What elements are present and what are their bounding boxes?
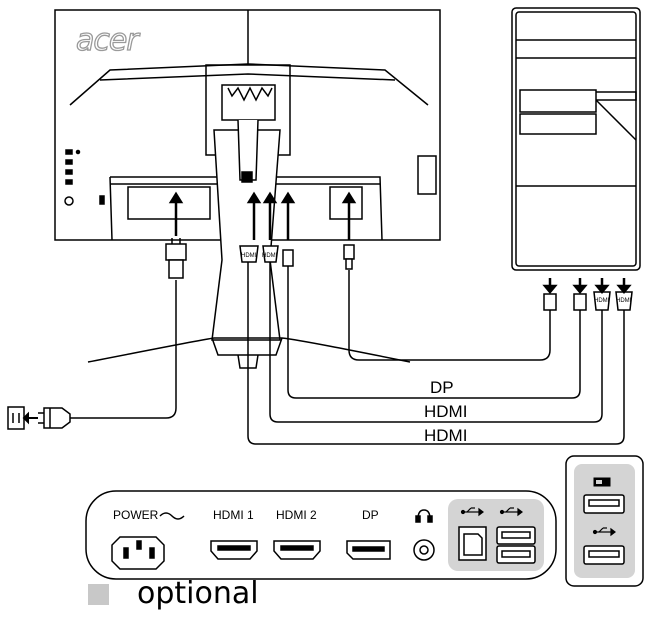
usb-icon bbox=[499, 507, 523, 517]
connector-tag-hdmi-1: HDMI bbox=[241, 253, 257, 259]
hdmi-cable-label-2: HDMI bbox=[424, 426, 467, 445]
hdmi-cable-line-2 bbox=[247, 262, 625, 445]
optional-label: optional bbox=[137, 576, 259, 611]
hdmi1-port-label: HDMI 1 bbox=[213, 508, 254, 522]
hdmi2-port bbox=[273, 540, 321, 560]
usb-icon bbox=[460, 507, 484, 517]
arrow-icon bbox=[542, 278, 632, 294]
connector-tag-hdmi-2: HDMI bbox=[262, 253, 278, 259]
hdmi-cable-label-1: HDMI bbox=[424, 402, 467, 421]
arrow-icon bbox=[22, 411, 38, 425]
optional-swatch bbox=[88, 583, 109, 605]
dp-cable-label: DP bbox=[430, 378, 454, 397]
cables bbox=[70, 262, 625, 445]
usb-icon bbox=[592, 527, 616, 537]
hdmi1-port bbox=[210, 540, 258, 560]
usb-b-port bbox=[458, 526, 487, 561]
computer-tower bbox=[511, 7, 641, 271]
ac-tilde-icon bbox=[159, 512, 185, 520]
legend: optional bbox=[88, 579, 259, 609]
usb-a-port bbox=[496, 526, 536, 545]
dp-cable-line-2 bbox=[287, 262, 581, 399]
monitor-stand bbox=[87, 84, 411, 369]
power-port-label: POWER bbox=[113, 508, 159, 522]
dp-port-label: DP bbox=[362, 508, 379, 522]
headphone-icon bbox=[415, 509, 433, 523]
usb-a-port bbox=[583, 494, 625, 514]
usb-charge-icon bbox=[593, 477, 611, 487]
power-outlet-icon bbox=[7, 406, 25, 430]
usb-a-port bbox=[496, 545, 536, 564]
power-cable-line bbox=[70, 280, 177, 419]
headphone-jack bbox=[413, 539, 435, 561]
monitor-side-connectors bbox=[165, 238, 355, 279]
power-socket bbox=[111, 536, 165, 570]
side-usb-panel bbox=[565, 455, 644, 587]
power-plug-icon bbox=[38, 407, 71, 429]
hdmi-cable-line-1 bbox=[269, 262, 603, 423]
dp-port bbox=[346, 540, 391, 560]
usb-a-port bbox=[583, 545, 625, 565]
brand-logo: acer bbox=[76, 23, 140, 58]
computer-side-connectors bbox=[543, 291, 633, 311]
dp-cable-line bbox=[348, 270, 551, 361]
computer-port-tag-hdmi-2: HDMI bbox=[616, 298, 632, 304]
arrow-icon bbox=[168, 191, 357, 240]
computer-port-tag-hdmi-1: HDMI bbox=[594, 298, 610, 304]
hdmi2-port-label: HDMI 2 bbox=[276, 508, 317, 522]
